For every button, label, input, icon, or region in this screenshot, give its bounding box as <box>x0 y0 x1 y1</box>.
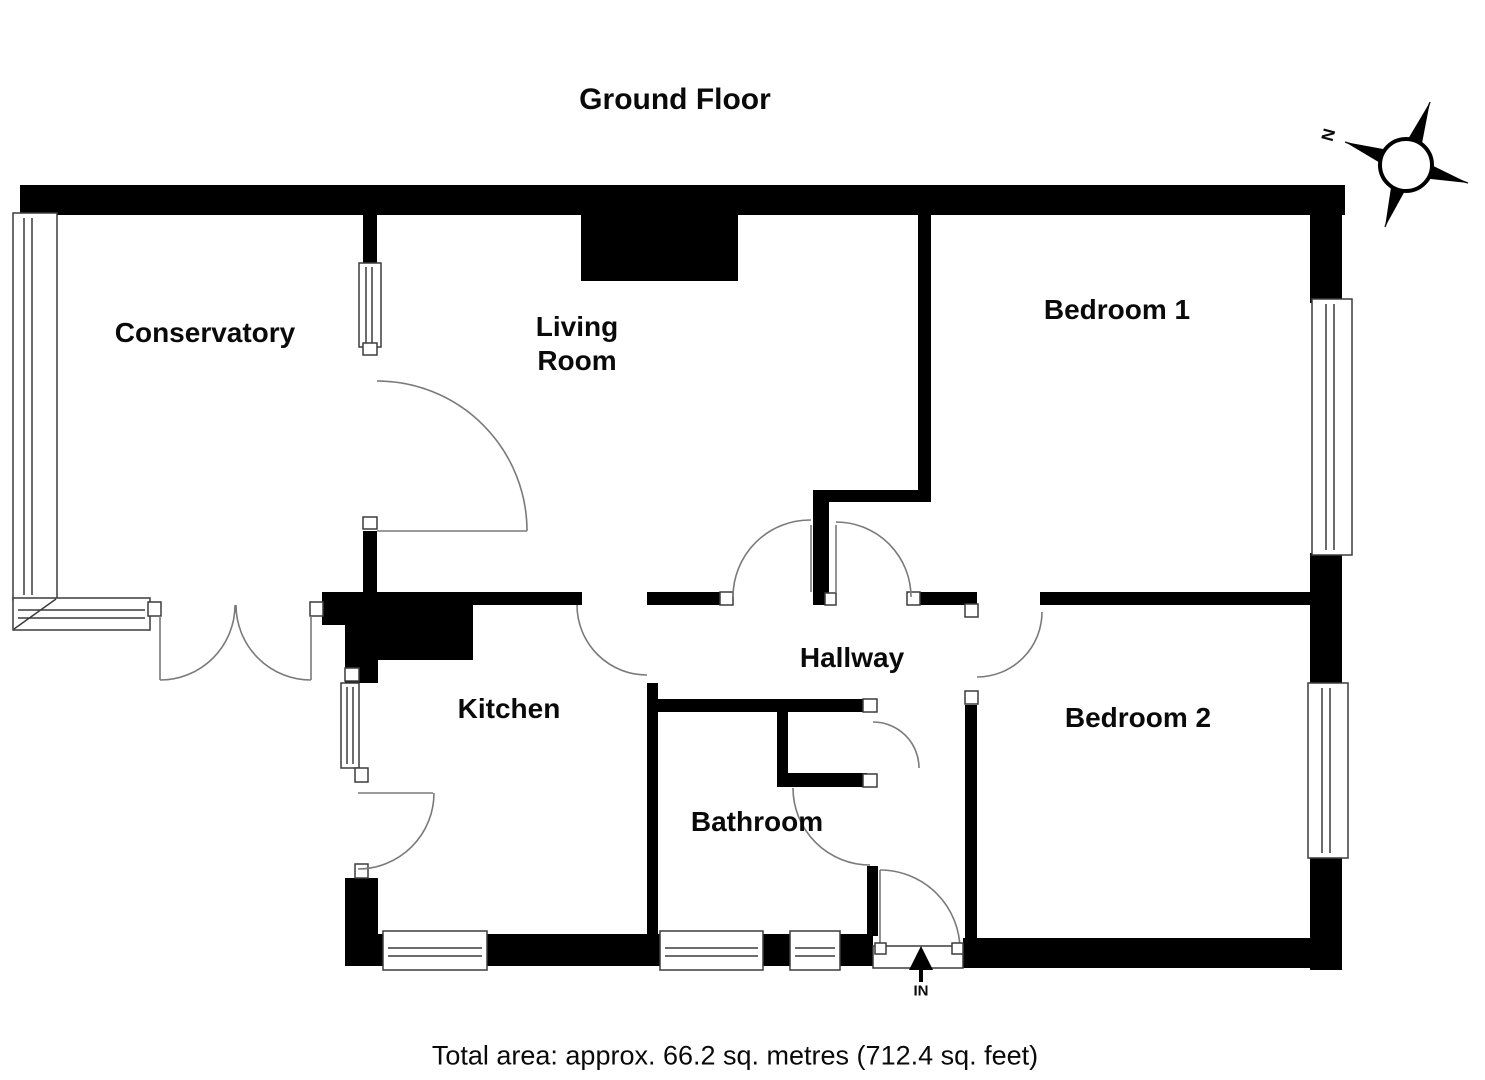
wall-bathroom-stub <box>867 866 878 936</box>
wall-hall-top <box>813 490 931 502</box>
door-arc-bedroom1 <box>835 521 912 598</box>
room-label-living-room: Living Room <box>536 310 618 378</box>
window-kitchen-bottom <box>382 930 488 971</box>
window-bathroom-bottom-2 <box>789 930 841 971</box>
wall-bedroom1-west <box>918 215 931 492</box>
door-arc-living-room <box>732 519 812 598</box>
wall-cupboard-horizontal <box>788 773 867 787</box>
door-arc-entrance <box>879 869 961 951</box>
door-stop <box>362 516 378 530</box>
wall-bedrooms-divider-east <box>1040 592 1310 605</box>
entrance-arrow-icon <box>909 946 933 982</box>
wall-kitchen-top <box>322 592 582 605</box>
door-arc-french-left <box>159 604 236 681</box>
doors <box>159 380 1043 951</box>
total-area-caption: Total area: approx. 66.2 sq. metres (712… <box>431 1040 1039 1071</box>
room-label-bathroom: Bathroom <box>690 806 824 837</box>
wall-bathroom-top <box>647 699 877 712</box>
wall-hall-post <box>813 502 829 605</box>
wall-bottom-seg2 <box>487 934 660 966</box>
door-stop <box>862 698 878 713</box>
door-stop <box>147 601 162 617</box>
door-stop <box>309 601 324 617</box>
door-arc-french-right <box>235 604 312 681</box>
wall-livingroom-chimney <box>581 215 738 281</box>
door-stops <box>147 342 979 879</box>
wall-bathroom-left <box>647 683 658 934</box>
room-label-kitchen: Kitchen <box>457 693 561 724</box>
windows <box>12 212 1353 971</box>
door-arc-conservatory-living <box>376 380 528 532</box>
door-arc-bedroom2 <box>976 611 1043 678</box>
door-stop <box>719 591 734 606</box>
room-label-living-line1: Living <box>535 311 619 342</box>
wall-hall-west-seg <box>647 592 733 605</box>
door-stop <box>344 667 360 682</box>
door-stop <box>354 767 369 783</box>
page-title: Ground Floor <box>579 83 771 116</box>
wall-conservatory-divider-upper <box>363 215 377 277</box>
wall-kitchen-left-lower <box>345 878 378 966</box>
door-stop <box>354 863 369 879</box>
door-arc-kitchen <box>576 604 648 676</box>
wall-right-upper <box>1310 215 1342 303</box>
door-stop <box>862 773 878 788</box>
wall-bedrooms-divider-west <box>920 592 977 605</box>
wall-hall-east <box>965 705 977 938</box>
door-stop <box>362 342 378 356</box>
entrance-in-label: IN <box>913 982 929 1000</box>
door-stop <box>906 591 921 606</box>
wall-conservatory-divider-lower <box>363 531 377 592</box>
wall-top <box>20 185 1345 215</box>
room-label-conservatory: Conservatory <box>114 317 296 348</box>
walls <box>20 185 1345 970</box>
window-conservatory-bottom <box>12 597 151 631</box>
room-label-bedroom2: Bedroom 2 <box>1064 702 1212 733</box>
window-bathroom-bottom-1 <box>659 930 764 971</box>
door-stop <box>964 690 979 705</box>
wall-kitchen-chimney <box>378 605 473 660</box>
window-kitchen-left <box>340 682 360 769</box>
window-bedroom2-right <box>1307 682 1349 859</box>
room-label-living-line2: Room <box>537 345 617 376</box>
wall-bottom-seg3 <box>763 934 790 966</box>
door-arc-bathroom <box>792 787 871 866</box>
wall-cupboard-vertical <box>777 712 788 787</box>
window-bedroom1-right <box>1311 298 1353 556</box>
room-label-bedroom1: Bedroom 1 <box>1043 294 1191 325</box>
window-conservatory-left <box>12 212 58 601</box>
door-arc-kitchen-back <box>357 792 435 870</box>
door-arc-cupboard <box>872 721 920 769</box>
wall-bedroom2-bottom <box>963 938 1342 968</box>
door-stop <box>824 592 837 606</box>
compass-rose-icon <box>1344 101 1469 228</box>
wall-bottom-seg4 <box>840 934 873 966</box>
wall-right-mid <box>1310 553 1342 683</box>
door-stop <box>964 603 979 618</box>
room-label-hallway: Hallway <box>799 642 905 673</box>
window-divider <box>358 262 382 348</box>
